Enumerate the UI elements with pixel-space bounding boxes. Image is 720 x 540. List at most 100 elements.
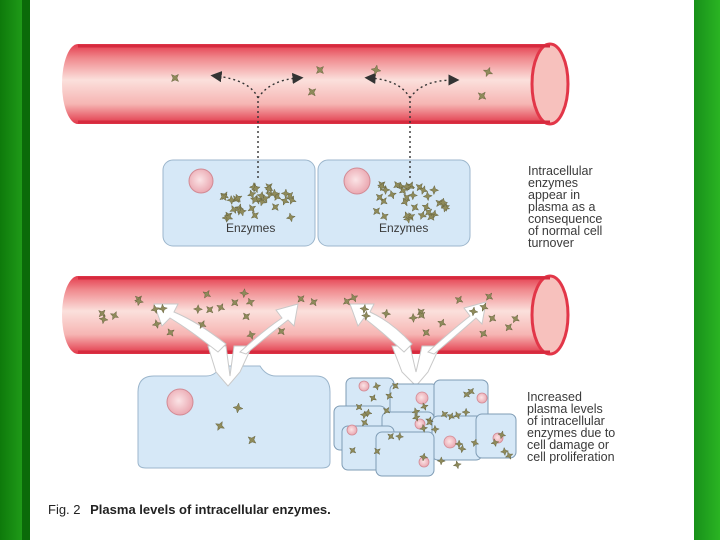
enzyme-particle	[206, 306, 214, 314]
enzyme-particle	[359, 410, 369, 420]
enzyme-particle	[393, 180, 402, 190]
enzymes-label: Enzymes	[226, 221, 275, 235]
enzyme-particle	[197, 320, 207, 330]
enzyme-particle	[420, 402, 429, 411]
enzyme-particle	[411, 407, 421, 416]
description-normal-turnover: Intracellular enzymes appear in plasma a…	[528, 164, 603, 250]
enzyme-particle	[109, 311, 120, 321]
enzymes-label: Enzymes	[379, 221, 428, 235]
damaged-cell	[137, 365, 331, 469]
enzyme-particle	[260, 193, 270, 204]
enzyme-particle	[408, 312, 419, 323]
enzyme-particle	[316, 66, 324, 74]
enzyme-particle	[342, 297, 351, 306]
enzyme-particle	[247, 204, 257, 213]
enzyme-particle	[223, 212, 234, 223]
enzyme-particle	[232, 402, 244, 414]
enzyme-particle	[309, 297, 318, 307]
enzyme-particle	[202, 289, 212, 299]
enzyme-particle	[497, 430, 507, 440]
enzyme-particle	[417, 311, 426, 319]
enzyme-particle	[391, 382, 399, 390]
enzyme-particle	[385, 392, 394, 400]
enzyme-particle	[219, 192, 228, 201]
top-release-arrows	[210, 71, 460, 178]
enzyme-particle	[407, 190, 418, 201]
enzyme-particle	[150, 304, 161, 315]
enzyme-particle	[500, 446, 510, 457]
enzyme-particle	[287, 195, 297, 205]
enzyme-particle	[419, 423, 429, 433]
enzyme-particle	[398, 186, 408, 195]
enzyme-particle	[134, 296, 144, 307]
enzyme-particle	[380, 212, 389, 221]
enzyme-particle	[370, 64, 382, 76]
right-green-band	[694, 0, 720, 540]
left-dark-stripe	[22, 0, 30, 540]
enzyme-particle	[375, 193, 384, 202]
enzyme-particle	[490, 438, 500, 448]
enzyme-particle	[430, 424, 440, 434]
enzyme-particle	[250, 211, 259, 220]
enzyme-particle	[461, 407, 471, 417]
enzyme-particle	[488, 314, 497, 323]
enzyme-particle	[417, 210, 427, 221]
enzyme-particle	[376, 181, 387, 192]
enzyme-particle	[363, 408, 373, 418]
enzyme-particle	[400, 197, 410, 207]
enzyme-particle	[387, 432, 395, 440]
enzyme-particle	[457, 444, 467, 454]
enzyme-particle	[463, 391, 470, 398]
enzyme-particle	[437, 318, 447, 328]
enzyme-particle	[171, 74, 179, 82]
enzyme-particle	[369, 394, 377, 403]
enzyme-particle	[422, 328, 431, 337]
figure-caption: Fig. 2 Plasma levels of intracellular en…	[48, 502, 331, 517]
top-vessel	[62, 42, 570, 126]
description-cell-damage: Increased plasma levels of intracellular…	[527, 390, 616, 464]
enzyme-particle	[355, 403, 363, 411]
enzyme-particle	[424, 208, 433, 216]
enzyme-particle	[151, 319, 162, 329]
enzyme-particle	[192, 304, 204, 315]
left-green-band	[0, 0, 22, 540]
enzyme-particle	[438, 197, 449, 208]
enzyme-particle	[216, 303, 226, 312]
enzyme-particle	[236, 206, 247, 217]
enzyme-particle	[479, 302, 489, 312]
enzyme-particle	[269, 188, 280, 199]
enzyme-particle	[280, 188, 291, 199]
figure-title: Plasma levels of intracellular enzymes.	[90, 502, 331, 517]
enzyme-particle	[380, 184, 391, 195]
enzyme-particle	[467, 387, 475, 396]
enzyme-particle	[446, 412, 455, 421]
enzyme-particle	[233, 193, 243, 203]
enzyme-particle	[452, 460, 462, 470]
enzyme-particle	[307, 87, 317, 97]
enzyme-particle	[511, 314, 520, 324]
enzyme-particle	[98, 314, 109, 325]
enzyme-particle	[372, 207, 381, 216]
enzyme-particle	[418, 185, 429, 195]
enzyme-particle	[361, 310, 372, 321]
enzyme-particle	[482, 66, 494, 78]
enzyme-particle	[249, 195, 260, 205]
enzyme-particle	[271, 203, 280, 211]
enzyme-particle	[263, 184, 274, 194]
enzyme-particle	[215, 421, 225, 431]
enzyme-particle	[359, 303, 370, 314]
enzyme-particle	[422, 191, 433, 202]
enzyme-particle	[504, 323, 513, 332]
enzyme-particle	[349, 446, 357, 455]
enzyme-particle	[421, 202, 431, 212]
enzyme-particle	[426, 418, 433, 426]
enzyme-particle	[360, 418, 369, 427]
enzyme-particle	[453, 411, 462, 420]
enzyme-particle	[429, 185, 440, 196]
figure-number: Fig. 2	[48, 502, 81, 517]
enzyme-particle	[285, 212, 296, 223]
top-cell-left: Enzymes	[162, 159, 316, 247]
enzyme-particle	[440, 410, 449, 419]
enzyme-particle	[411, 413, 421, 422]
enzyme-particle	[229, 204, 239, 214]
